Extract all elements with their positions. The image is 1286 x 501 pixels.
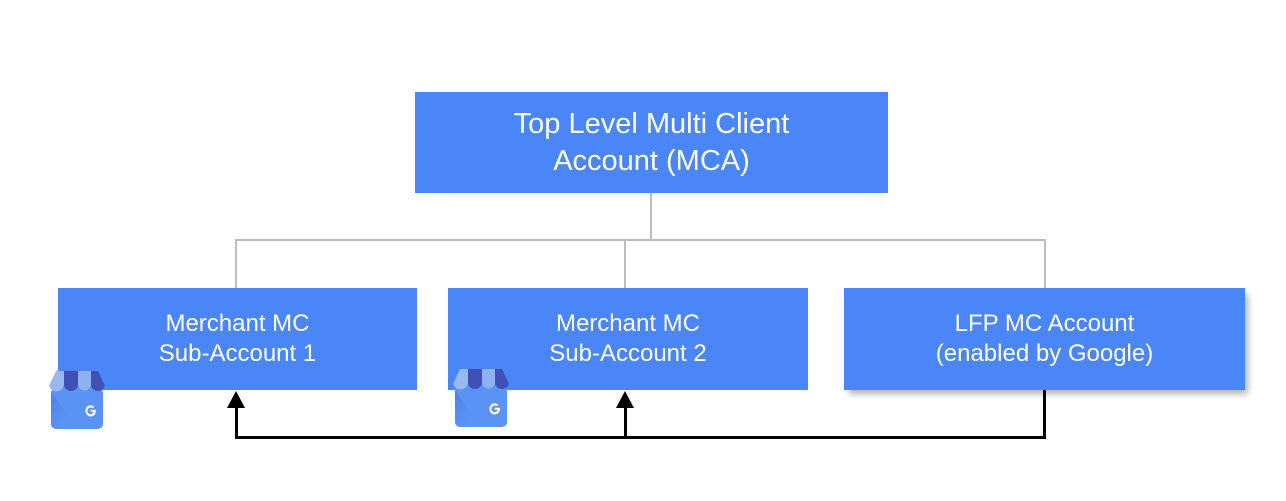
connector-horizontal-bar — [235, 239, 1046, 241]
connector-drop-child-3 — [1044, 239, 1046, 289]
flow-line-to-sub-account-2 — [624, 402, 627, 438]
node-top-level-mca[interactable]: Top Level Multi Client Account (MCA) — [415, 92, 888, 193]
flow-line-from-lfp — [1043, 382, 1046, 438]
flow-line-horizontal — [235, 436, 1046, 439]
google-my-business-icon — [448, 366, 514, 430]
flow-arrowhead-sub-account-1 — [227, 391, 245, 408]
flow-line-to-sub-account-1 — [235, 402, 238, 438]
node-merchant-mc-sub-account-2[interactable]: Merchant MC Sub-Account 2 — [448, 288, 808, 390]
connector-drop-child-2 — [624, 239, 626, 289]
node-merchant-mc-sub-account-1[interactable]: Merchant MC Sub-Account 1 — [58, 288, 417, 390]
connector-drop-child-1 — [235, 239, 237, 289]
node-lfp-mc-account[interactable]: LFP MC Account (enabled by Google) — [844, 288, 1245, 390]
connector-root-stem — [650, 193, 652, 241]
google-my-business-icon — [44, 368, 110, 432]
flow-arrowhead-sub-account-2 — [616, 391, 634, 408]
